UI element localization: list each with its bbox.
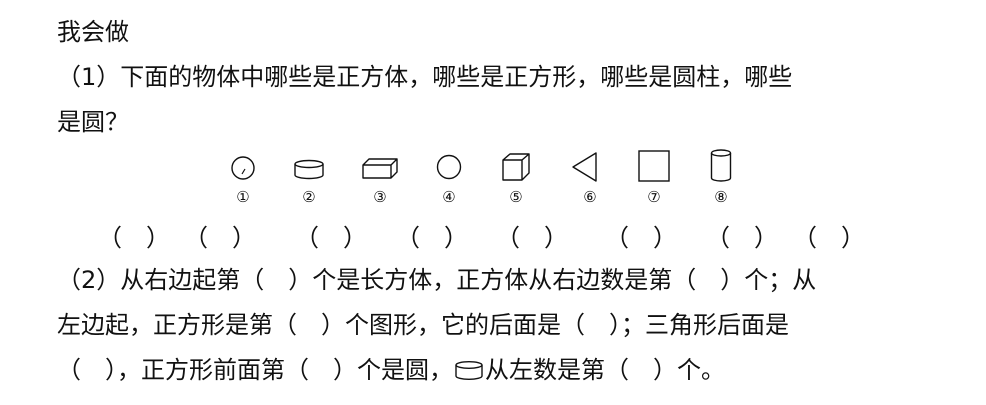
question-1-line-1: （1）下面的物体中哪些是正方体，哪些是正方形，哪些是圆柱，哪些 bbox=[57, 63, 793, 91]
question-2-line-2: 左边起，正方形是第（ ）个图形，它的后面是（ ）；三角形后面是 bbox=[57, 311, 789, 339]
short-cylinder-icon bbox=[294, 159, 324, 180]
shape-number: ② bbox=[302, 188, 316, 206]
question-1-line-2: 是圆？ bbox=[57, 108, 129, 136]
short-cylinder-icon bbox=[455, 361, 483, 380]
shape-number: ⑤ bbox=[509, 188, 523, 206]
cylinder-icon bbox=[710, 149, 732, 182]
question-2-line-1: （2）从右边起第（ ）个是长方体，正方体从右边数是第（ ）个；从 bbox=[57, 266, 817, 294]
answer-blank[interactable]: （ ） bbox=[98, 224, 170, 252]
shape-number: ④ bbox=[442, 188, 456, 206]
shape-number: ⑥ bbox=[583, 188, 597, 206]
cuboid-icon bbox=[362, 158, 398, 179]
question-2-line-3: （ ），正方形前面第（ ）个是圆， 从左数是第（ ）个。 bbox=[57, 354, 725, 386]
shape-number: ⑦ bbox=[647, 188, 661, 206]
answer-blank[interactable]: （ ） bbox=[706, 224, 778, 252]
answer-blank[interactable]: （ ） bbox=[496, 224, 568, 252]
question-2-line-3-part-a: （ ），正方形前面第（ ）个是圆， bbox=[57, 356, 453, 384]
answer-blank[interactable]: （ ） bbox=[396, 224, 468, 252]
answer-blank[interactable]: （ ） bbox=[295, 224, 367, 252]
circle-icon bbox=[436, 154, 462, 180]
section-title: 我会做 bbox=[57, 18, 129, 46]
answer-blank[interactable]: （ ） bbox=[605, 224, 677, 252]
shape-number: ⑧ bbox=[714, 188, 728, 206]
question-2-line-3-part-b: 从左数是第（ ）个。 bbox=[485, 356, 725, 384]
square-icon bbox=[638, 150, 670, 182]
sphere-icon bbox=[231, 156, 255, 180]
triangle-icon bbox=[572, 152, 597, 182]
answer-blank[interactable]: （ ） bbox=[793, 224, 865, 252]
shape-number: ① bbox=[236, 188, 250, 206]
answer-blank[interactable]: （ ） bbox=[184, 224, 256, 252]
shape-number: ③ bbox=[373, 188, 387, 206]
cube-icon bbox=[502, 153, 530, 181]
